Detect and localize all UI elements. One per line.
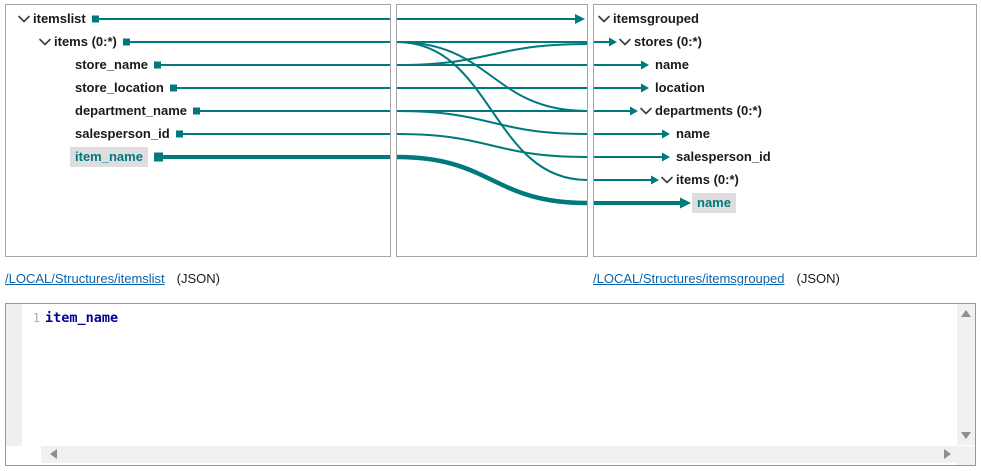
- vertical-scrollbar[interactable]: [957, 304, 975, 445]
- target-tree-panel: [593, 4, 977, 257]
- tree-node-location[interactable]: location: [655, 80, 705, 95]
- line-number: 1: [32, 311, 40, 325]
- source-format-label: (JSON): [176, 271, 220, 286]
- expression-editor[interactable]: 1 item_name: [5, 303, 976, 466]
- tree-node-name[interactable]: name: [655, 57, 689, 72]
- mapping-area: [5, 4, 977, 257]
- tree-node-itemsgrouped[interactable]: itemsgrouped: [613, 11, 699, 26]
- scroll-left-icon[interactable]: [50, 449, 57, 459]
- mapping-arrow-icon: [575, 14, 585, 24]
- tree-node-name[interactable]: name: [676, 126, 710, 141]
- chevron-down-icon[interactable]: [18, 15, 30, 23]
- source-port[interactable]: [193, 107, 200, 115]
- mapping-curve[interactable]: [396, 133, 588, 158]
- mapping-curve[interactable]: [396, 41, 588, 112]
- mapping-arrow-icon: [630, 106, 638, 116]
- source-tree-panel: [5, 4, 391, 257]
- tree-node-store-location[interactable]: store_location: [75, 80, 164, 95]
- mapping-arrow-icon: [641, 60, 649, 70]
- mapping-arrow-icon: [641, 83, 649, 93]
- chevron-down-icon[interactable]: [39, 38, 51, 46]
- tree-node-items-0[interactable]: items (0:*): [676, 172, 739, 187]
- tree-node-items-0[interactable]: items (0:*): [54, 34, 117, 49]
- tree-node-name[interactable]: name: [692, 193, 736, 213]
- expression-code[interactable]: item_name: [45, 310, 119, 326]
- chevron-down-icon[interactable]: [598, 15, 610, 23]
- tree-node-salesperson-id[interactable]: salesperson_id: [75, 126, 170, 141]
- mapping-canvas: [18, 14, 691, 209]
- mapping-arrow-icon: [662, 152, 670, 162]
- tree-node-departments-0[interactable]: departments (0:*): [655, 103, 762, 118]
- source-port[interactable]: [154, 61, 161, 69]
- source-port[interactable]: [123, 38, 130, 46]
- target-structure-link[interactable]: /LOCAL/Structures/itemsgrouped: [593, 271, 785, 286]
- horizontal-scrollbar[interactable]: [41, 446, 957, 463]
- transform-lines-panel: [396, 4, 588, 257]
- tree-node-item-name[interactable]: item_name: [70, 147, 148, 167]
- mapping-arrow-icon: [609, 37, 617, 47]
- mapping-arrow-icon: [651, 175, 659, 185]
- tree-node-salesperson-id[interactable]: salesperson_id: [676, 149, 771, 164]
- target-format-label: (JSON): [796, 271, 840, 286]
- target-structure-row: /LOCAL/Structures/itemsgrouped (JSON): [593, 271, 840, 289]
- chevron-down-icon[interactable]: [640, 107, 652, 115]
- chevron-down-icon[interactable]: [619, 38, 631, 46]
- mapping-curve[interactable]: [396, 110, 588, 135]
- source-port[interactable]: [170, 84, 177, 92]
- source-port[interactable]: [92, 15, 99, 23]
- scroll-down-icon[interactable]: [961, 432, 971, 439]
- source-structure-link[interactable]: /LOCAL/Structures/itemslist: [5, 271, 165, 286]
- mapping-arrow-icon: [680, 197, 691, 209]
- chevron-down-icon[interactable]: [661, 176, 673, 184]
- tree-node-store-name[interactable]: store_name: [75, 57, 148, 72]
- tree-node-itemslist[interactable]: itemslist: [33, 11, 86, 26]
- scroll-up-icon[interactable]: [961, 310, 971, 317]
- source-port[interactable]: [176, 130, 183, 138]
- tree-node-stores-0[interactable]: stores (0:*): [634, 34, 702, 49]
- tree-node-department-name[interactable]: department_name: [75, 103, 187, 118]
- mapping-curve[interactable]: [396, 154, 588, 206]
- scrollbar-corner: [957, 446, 975, 465]
- source-port[interactable]: [154, 152, 163, 162]
- scroll-right-icon[interactable]: [944, 449, 951, 459]
- editor-gutter: [6, 304, 22, 446]
- mapping-arrow-icon: [662, 129, 670, 139]
- source-structure-row: /LOCAL/Structures/itemslist (JSON): [5, 271, 220, 289]
